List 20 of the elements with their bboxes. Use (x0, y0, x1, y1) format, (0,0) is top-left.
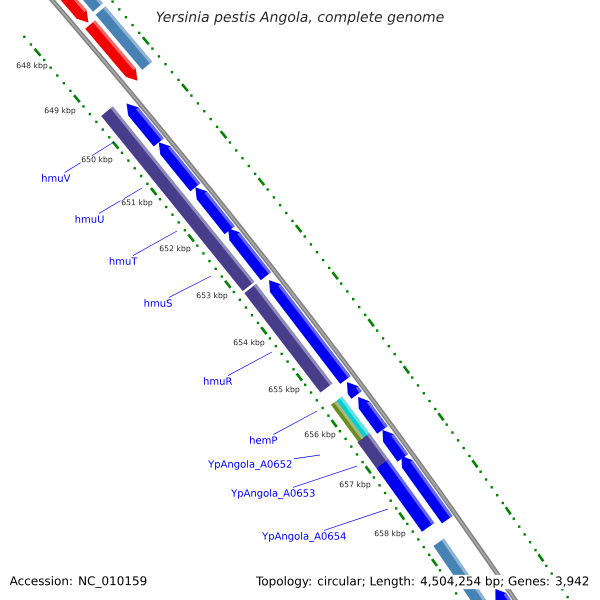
gene-label: hmuS (144, 299, 172, 307)
gene-label: YpAngola_A0652 (208, 460, 292, 470)
leader-line (98, 188, 142, 214)
title: Yersinia pestis Angola, complete genome (156, 11, 444, 25)
accession-text: Accession: NC_010159 (8, 574, 149, 590)
leader-line (168, 276, 212, 298)
leader-line (294, 454, 320, 460)
leader-line (292, 466, 358, 488)
gene-label: hmuT (110, 257, 138, 265)
genome-summary-text: Topology: circular; Length: 4,504,254 bp; Genes: 3,942 (254, 574, 591, 590)
leader-line (273, 410, 318, 435)
leader-line (228, 352, 272, 376)
gene-label: hmuR (204, 377, 232, 385)
leader-line (324, 508, 388, 531)
gene-label: hmuU (76, 215, 104, 223)
gene-label: hmuV (42, 174, 70, 182)
leader-line (132, 230, 178, 256)
gene-label: YpAngola_A0654 (262, 532, 346, 542)
gene-label: YpAngola_A0653 (231, 489, 315, 499)
gene-label: hemP (250, 436, 278, 444)
